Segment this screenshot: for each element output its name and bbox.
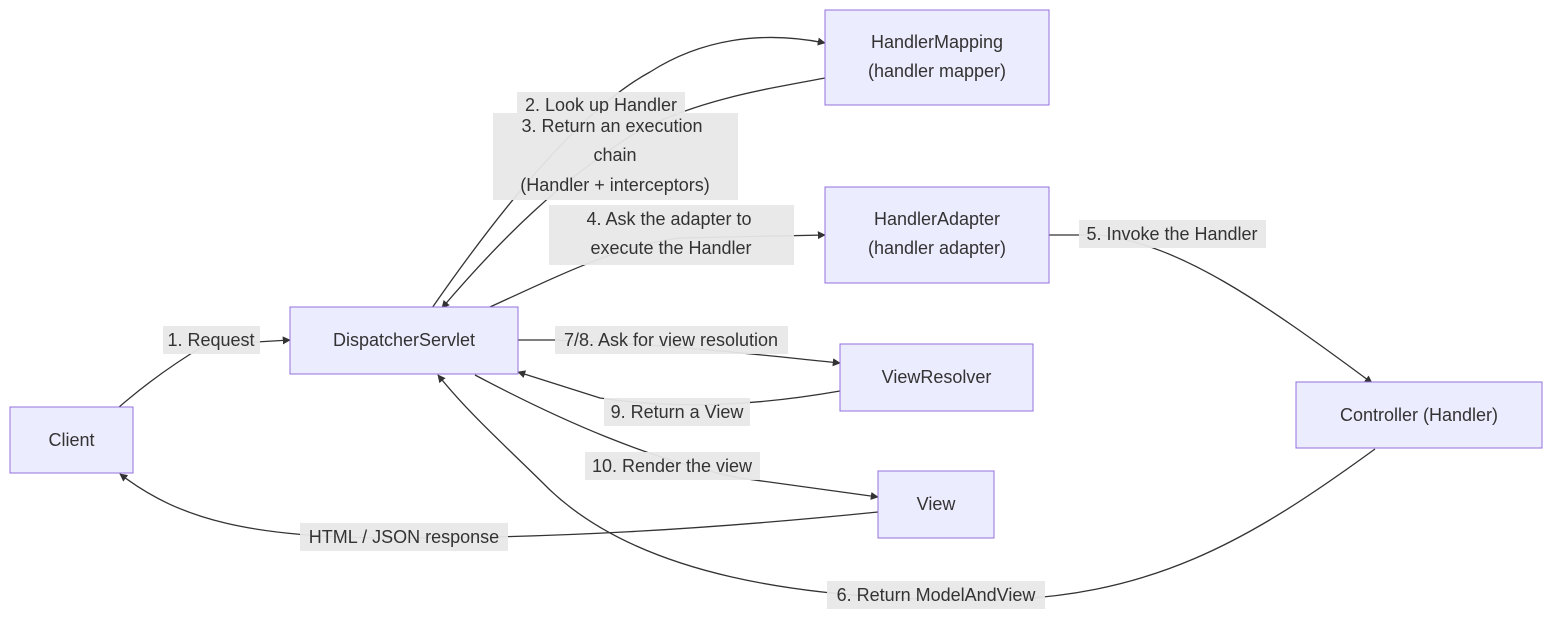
edge-label-text: 9. Return a View (611, 402, 745, 422)
edge-label-response: HTML / JSON response (300, 523, 508, 551)
node-view: View (877, 470, 995, 539)
edge-label-ask-adapter: 4. Ask the adapter to execute the Handle… (549, 205, 794, 265)
node-label: Client (48, 430, 94, 450)
edge-label-text: 7/8. Ask for view resolution (564, 330, 778, 350)
node-handler-adapter: HandlerAdapter (handler adapter) (824, 186, 1050, 284)
edge-label-text: execute the Handler (590, 238, 751, 258)
node-controller: Controller (Handler) (1295, 381, 1543, 449)
edge-label-text: (Handler + interceptors) (520, 175, 710, 195)
edge-label-request: 1. Request (163, 326, 260, 354)
edge-label-text: 10. Render the view (592, 456, 753, 476)
edge-label-text: 4. Ask the adapter to (586, 209, 751, 229)
edge-lookup-handler (431, 36, 826, 309)
edge-label-render: 10. Render the view (585, 452, 760, 480)
edge-label-return-view: 9. Return a View (604, 398, 750, 426)
node-sublabel: (handler mapper) (868, 61, 1006, 81)
edge-invoke-handler (1049, 234, 1373, 384)
node-handler-mapping: HandlerMapping (handler mapper) (824, 9, 1050, 106)
edge-label-invoke: 5. Invoke the Handler (1079, 220, 1266, 248)
node-label: View (917, 494, 957, 514)
node-view-resolver: ViewResolver (839, 343, 1034, 412)
node-label: DispatcherServlet (333, 330, 475, 350)
edge-label-lookup: 2. Look up Handler (517, 92, 685, 115)
node-label: HandlerAdapter (874, 209, 1000, 229)
node-label: HandlerMapping (871, 32, 1003, 52)
node-label: Controller (Handler) (1340, 405, 1498, 425)
edge-label-text: 2. Look up Handler (525, 95, 677, 115)
edge-label-text: 6. Return ModelAndView (837, 585, 1037, 605)
edge-label-text: HTML / JSON response (309, 527, 499, 547)
edge-label-text: chain (593, 145, 636, 165)
edge-label-ask-view: 7/8. Ask for view resolution (555, 326, 788, 354)
edge-label-return-mav: 6. Return ModelAndView (827, 581, 1045, 609)
edge-label-text: 5. Invoke the Handler (1086, 224, 1257, 244)
node-label: ViewResolver (882, 367, 992, 387)
edge-label-return-chain: 3. Return an execution chain (Handler + … (493, 113, 738, 200)
edge-label-text: 3. Return an execution (521, 116, 702, 136)
edge-label-text: 1. Request (167, 330, 254, 350)
node-dispatcher-servlet: DispatcherServlet (289, 306, 519, 375)
node-sublabel: (handler adapter) (868, 238, 1006, 258)
node-client: Client (9, 406, 134, 474)
